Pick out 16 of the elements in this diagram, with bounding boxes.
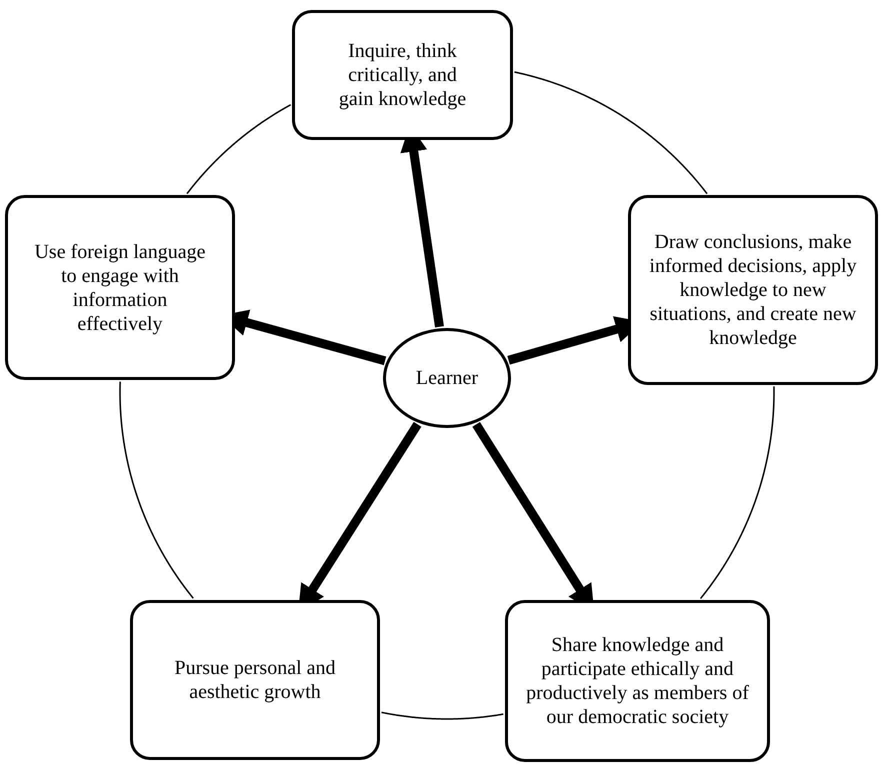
outcome-box: [5, 195, 235, 380]
node-text: Draw conclusions, make informed decisions, apply knowledge to new situations, and create new knowledge: [648, 230, 858, 350]
node-text: Learner: [416, 366, 478, 390]
connector-arc: [381, 712, 504, 720]
connector-arc: [700, 386, 775, 599]
node-text: Use foreign language to engage with information effectively: [33, 240, 207, 336]
outcome-box: [505, 600, 770, 762]
outcome-box: [628, 195, 878, 385]
connector-arc: [119, 382, 194, 599]
outcome-box: [130, 600, 380, 760]
outcome-box: [292, 10, 513, 140]
connector-arc: [186, 104, 292, 194]
connector-arc: [514, 71, 708, 194]
node-text: Pursue personal and aesthetic growth: [173, 656, 337, 704]
node-text: Inquire, think critically, and gain knowledge: [338, 39, 468, 111]
node-text: Share knowledge and participate ethically and productively as members of our democratic society: [525, 633, 750, 729]
